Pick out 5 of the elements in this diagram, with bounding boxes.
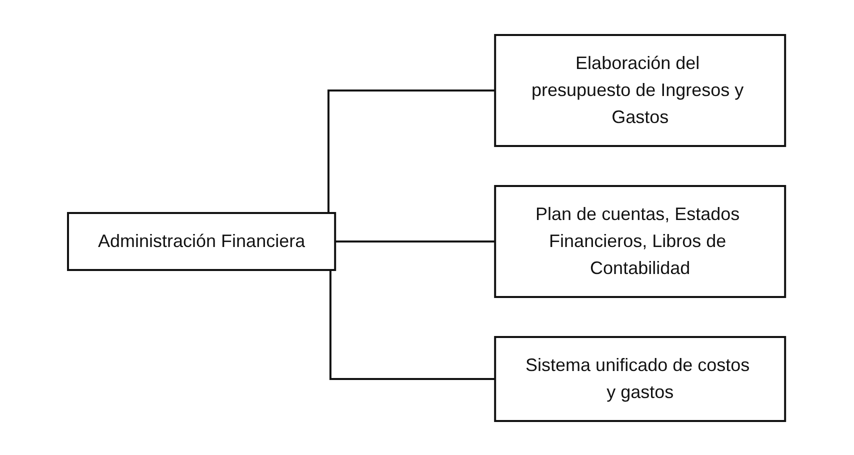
node-box: Administración Financiera (67, 212, 337, 270)
node-box: Sistema unificado de costos y gastos (494, 336, 787, 422)
connector (336, 240, 496, 242)
node-box: Elaboración del presupuesto de Ingresos y Gastos (494, 34, 787, 146)
node-box: Plan de cuentas, Estados Financieros, Libros de Contabilidad (494, 184, 787, 298)
